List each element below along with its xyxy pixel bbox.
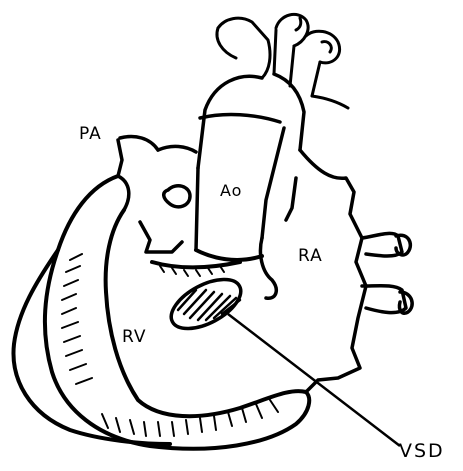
label-ra: RA [298, 246, 323, 266]
label-pa: PA [79, 124, 102, 144]
wall-hatching [62, 254, 278, 436]
label-vsd: VSD [399, 440, 445, 462]
pulmonary-artery [118, 137, 196, 253]
label-ao: Ao [220, 181, 242, 200]
aortic-arch [196, 74, 304, 250]
brachiocephalic-vessels [217, 14, 348, 108]
label-rv: RV [122, 327, 147, 347]
vsd-defect [164, 269, 249, 338]
vsd-leader-line [228, 314, 400, 446]
